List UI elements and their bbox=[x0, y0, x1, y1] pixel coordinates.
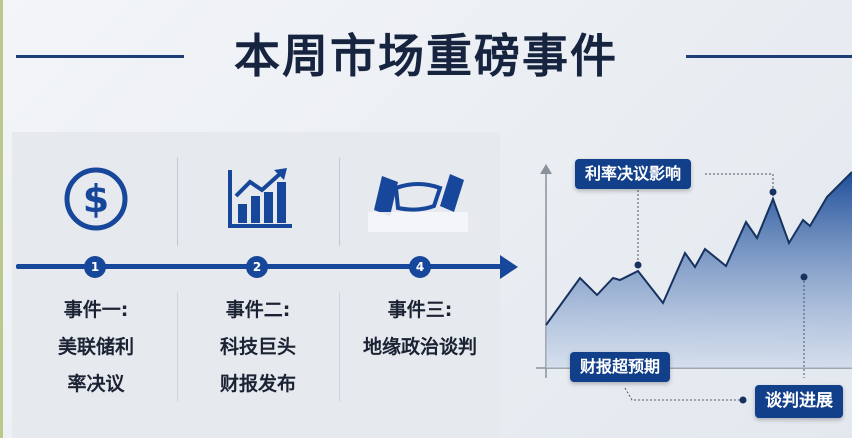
annotation-rate: 利率决议影响 bbox=[575, 159, 692, 189]
timeline-arrow-icon bbox=[500, 255, 518, 279]
timeline-node: 1 bbox=[84, 256, 106, 278]
title-rule-right bbox=[686, 55, 852, 58]
event-desc: 财报发布 bbox=[219, 373, 296, 395]
annotation-earnings: 财报超预期 bbox=[570, 352, 671, 382]
dollar-circle-icon: $ bbox=[64, 167, 128, 231]
timeline-node: 2 bbox=[246, 256, 268, 278]
page-title: 本周市场重磅事件 bbox=[234, 29, 618, 83]
event-title: 事件二: bbox=[225, 299, 291, 321]
event-desc: 科技巨头 bbox=[219, 336, 296, 358]
event-desc: 美联储利 bbox=[57, 336, 134, 358]
rate-leader-line bbox=[705, 173, 774, 196]
trend-line bbox=[545, 171, 852, 326]
event-title: 事件一: bbox=[63, 299, 129, 321]
title-rule-left bbox=[16, 55, 184, 58]
annotation-talks: 谈判进展 bbox=[755, 385, 843, 418]
event-2-label: 事件二: 科技巨头 财报发布 bbox=[178, 292, 338, 403]
y-axis-arrow-icon bbox=[540, 164, 552, 174]
earnings-leader-line bbox=[624, 387, 742, 401]
svg-text:$: $ bbox=[83, 177, 109, 221]
event-desc: 率决议 bbox=[67, 373, 125, 395]
divider bbox=[339, 158, 340, 246]
marker-dot bbox=[739, 396, 747, 404]
left-edge-strip bbox=[0, 0, 3, 438]
marker-dot bbox=[769, 188, 777, 196]
timeline-node: 4 bbox=[409, 256, 431, 278]
divider bbox=[177, 158, 178, 246]
divider bbox=[177, 292, 178, 402]
trend-area bbox=[546, 172, 852, 368]
event-3-label: 事件三: 地缘政治谈判 bbox=[340, 292, 500, 366]
divider bbox=[339, 292, 340, 402]
handshake-icon bbox=[368, 174, 468, 232]
event-1-label: 事件一: 美联储利 率决议 bbox=[16, 292, 176, 403]
event-desc: 地缘政治谈判 bbox=[362, 336, 477, 358]
event-title: 事件三: bbox=[387, 299, 453, 321]
marker-dot bbox=[634, 261, 642, 269]
marker-dot bbox=[800, 273, 808, 281]
bar-chart-up-icon bbox=[228, 168, 292, 228]
